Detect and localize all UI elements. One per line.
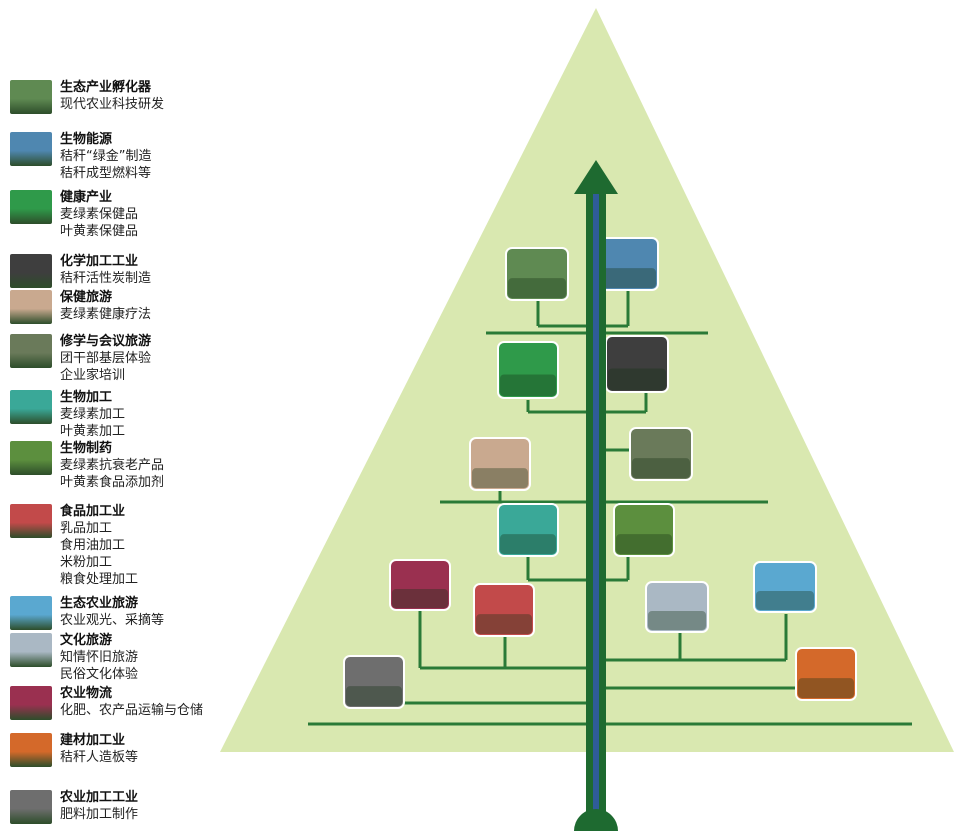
visitors-photo-icon [10,334,52,368]
warehouse-photo-icon [10,686,52,720]
photo-shading [500,534,556,554]
fertilizer-plant-photo-icon [343,655,405,709]
photo-shading [616,534,672,554]
legend-line: 粮食处理加工 [60,572,139,587]
legend-line: 现代农业科技研发 [60,97,165,112]
field-equipment-photo-icon [10,132,52,166]
legend-title: 修学与会议旅游 [60,334,152,349]
legend-item-healthtour: 保健旅游麦绿素健康疗法 [10,290,151,324]
processing-line-photo-icon [10,390,52,424]
legend-line: 米粉加工 [60,555,113,570]
legend-line: 麦绿素加工 [60,407,126,422]
visitors-photo-icon [629,427,693,481]
photo-shading [798,678,854,698]
legend-title: 建材加工业 [60,733,126,748]
photo-shading [392,589,448,608]
legend-line: 麦绿素抗衰老产品 [60,458,165,473]
legend-title: 保健旅游 [60,290,113,305]
health-product-boxes-photo-icon [497,341,559,399]
legend-line: 秸秆成型燃料等 [60,166,152,181]
farmland-photo-icon [753,561,817,613]
legend-line: 叶黄素加工 [60,424,126,439]
legend-title: 农业物流 [60,686,113,701]
legend-title: 生物加工 [60,390,113,405]
central-growth-arrow [574,160,618,831]
photo-shading [632,458,690,478]
legend-line: 农业观光、采摘等 [60,613,165,628]
arrow-head-icon [574,160,618,194]
pharma-products-photo-icon [10,441,52,475]
legend-title: 食品加工业 [60,504,126,519]
legend-line: 民俗文化体验 [60,667,139,682]
legend-line: 化肥、农产品运输与仓储 [60,703,204,718]
warehouse-photo-icon [389,559,451,611]
processing-line-photo-icon [497,503,559,557]
legend-line: 秸秆人造板等 [60,750,139,765]
food-factory-photo-icon [10,504,52,538]
folk-culture-photo-icon [645,581,709,633]
legend-item-logistics: 农业物流化肥、农产品运输与仓储 [10,686,203,720]
folk-culture-photo-icon [10,633,52,667]
photo-shading [648,611,706,630]
farmland-photo-icon [10,596,52,630]
legend-item-building: 建材加工业秸秆人造板等 [10,733,138,767]
legend-line: 叶黄素保健品 [60,224,139,239]
legend-line: 肥料加工制作 [60,807,139,822]
charcoal-photo-icon [10,254,52,288]
legend-item-food: 食品加工业乳品加工食用油加工米粉加工粮食处理加工 [10,504,138,588]
legend-line: 秸秆“绿金”制造 [60,149,152,164]
photo-shading [346,686,402,706]
legend-line: 企业家培训 [60,368,126,383]
legend-item-biopharma: 生物制药麦绿素抗衰老产品叶黄素食品添加剂 [10,441,164,491]
straw-board-photo-icon [10,733,52,767]
legend-line: 乳品加工 [60,521,113,536]
legend-item-incubator: 生态产业孵化器现代农业科技研发 [10,80,164,114]
photo-shading [508,278,566,298]
legend-title: 健康产业 [60,190,113,205]
legend-item-studytour: 修学与会议旅游团干部基层体验企业家培训 [10,334,151,384]
arrow-base [574,809,618,831]
spa-photo-icon [10,290,52,324]
health-product-boxes-photo-icon [10,190,52,224]
legend-line: 团干部基层体验 [60,351,152,366]
legend-item-bioenergy: 生物能源秸秆“绿金”制造秸秆成型燃料等 [10,132,151,182]
legend-title: 化学加工工业 [60,254,139,269]
legend-title: 生物制药 [60,441,113,456]
photo-shading [472,468,528,488]
photo-shading [756,591,814,610]
legend-line: 知情怀旧旅游 [60,650,139,665]
legend-title: 文化旅游 [60,633,113,648]
legend-line: 食用油加工 [60,538,126,553]
legend-title: 生态农业旅游 [60,596,139,611]
photo-shading [600,268,656,288]
legend-title: 农业加工工业 [60,790,139,805]
photo-shading [608,368,666,390]
photo-tiles [343,237,857,709]
legend-item-ecotour: 生态农业旅游农业观光、采摘等 [10,596,164,630]
legend-item-agriproc: 农业加工工业肥料加工制作 [10,790,138,824]
spa-photo-icon [469,437,531,491]
legend-line: 叶黄素食品添加剂 [60,475,165,490]
photo-shading [500,374,556,396]
legend-item-bioprocess: 生物加工麦绿素加工叶黄素加工 [10,390,125,440]
legend-item-chemical: 化学加工工业秸秆活性炭制造 [10,254,151,288]
legend-line: 麦绿素健康疗法 [60,307,152,322]
food-factory-photo-icon [473,583,535,637]
legend-item-health: 健康产业麦绿素保健品叶黄素保健品 [10,190,138,240]
photo-shading [476,614,532,634]
legend-title: 生态产业孵化器 [60,80,152,95]
straw-board-photo-icon [795,647,857,701]
greenhouse-photo-icon [505,247,569,301]
legend-line: 麦绿素保健品 [60,207,139,222]
legend-title: 生物能源 [60,132,113,147]
pharma-products-photo-icon [613,503,675,557]
legend-line: 秸秆活性炭制造 [60,271,152,286]
legend-item-culture: 文化旅游知情怀旧旅游民俗文化体验 [10,633,138,683]
greenhouse-photo-icon [10,80,52,114]
fertilizer-plant-photo-icon [10,790,52,824]
